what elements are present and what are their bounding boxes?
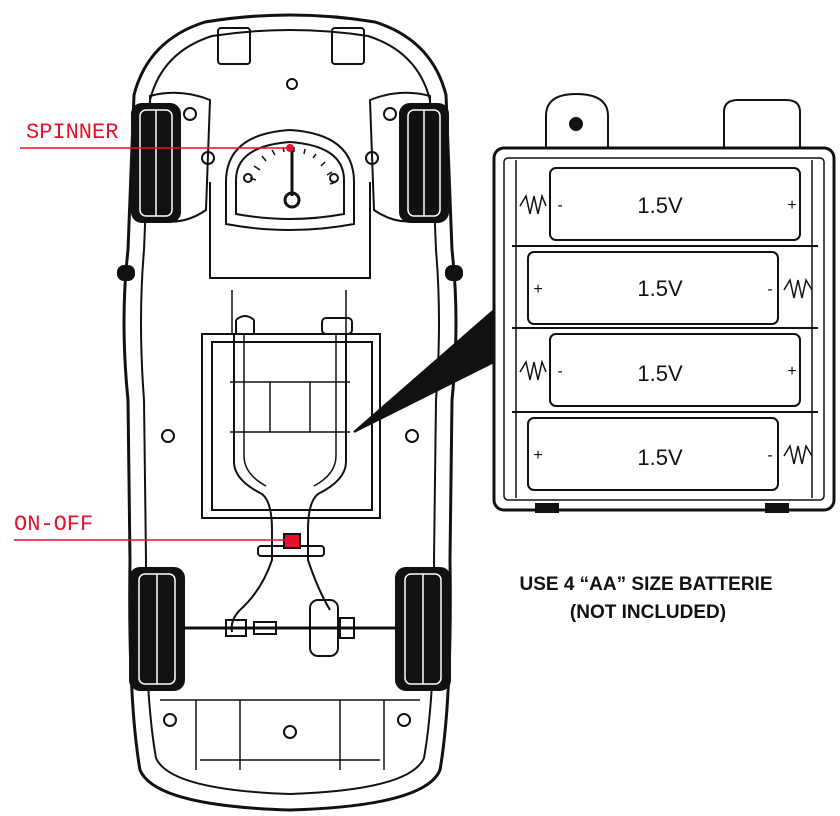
battery-cell-3: 1.5V - +: [519, 333, 801, 407]
cell-2-voltage: 1.5V: [637, 276, 683, 301]
cell-4-left-sign: +: [533, 447, 542, 464]
cell-2-right-sign: -: [767, 281, 772, 298]
on-off-callout: ON-OFF: [14, 512, 286, 541]
battery-note-line-2: (NOT INCLUDED): [570, 602, 726, 623]
front-left-wheel: [131, 103, 181, 223]
left-mirror: [117, 265, 135, 281]
battery-cell-4: 1.5V + -: [527, 417, 813, 491]
cell-1-voltage: 1.5V: [637, 193, 683, 218]
rear-bumper: [160, 699, 420, 770]
zoom-wedge: [353, 307, 495, 433]
cell-4-voltage: 1.5V: [637, 445, 683, 470]
chassis-screws: [161, 107, 419, 739]
cell-3-left-sign: -: [557, 363, 562, 380]
car-wiring: [230, 334, 347, 633]
battery-cell-1: 1.5V - +: [519, 167, 801, 241]
rear-axle: [184, 599, 396, 657]
spinner-label: SPINNER: [26, 120, 118, 145]
battery-case: [492, 146, 836, 512]
car-inner-body: [140, 29, 440, 796]
on-off-label: ON-OFF: [14, 512, 93, 537]
spinner-housing: [209, 128, 371, 279]
cell-2-left-sign: +: [533, 281, 542, 298]
battery-cell-2: 1.5V + -: [527, 251, 813, 325]
front-vent-left: [217, 27, 251, 65]
cell-3-voltage: 1.5V: [637, 361, 683, 386]
motor: [309, 599, 339, 657]
rear-left-wheel: [129, 567, 185, 691]
right-mirror: [445, 265, 463, 281]
front-screw: [286, 78, 298, 90]
cell-3-right-sign: +: [787, 363, 796, 380]
battery-note-line-1: USE 4 “AA” SIZE BATTERIE: [519, 574, 772, 595]
battery-compartment: [201, 290, 381, 519]
front-right-wheel: [399, 103, 449, 223]
cell-1-left-sign: -: [557, 197, 562, 214]
spinner-dial-ticks: [249, 146, 337, 185]
cell-1-right-sign: +: [787, 197, 796, 214]
on-off-switch[interactable]: [283, 533, 301, 549]
rear-right-wheel: [395, 567, 451, 691]
spinner-callout: SPINNER: [20, 120, 294, 152]
battery-box: 1.5V - + 1.5V + - 1.5V - + 1.5V + -: [492, 92, 836, 513]
car-underside: [117, 13, 463, 812]
car-outer-body: [122, 13, 458, 812]
cell-4-right-sign: -: [767, 447, 772, 464]
front-vent-right: [331, 27, 365, 65]
mounting-tab: [545, 92, 609, 148]
wire-clip: [723, 99, 801, 148]
